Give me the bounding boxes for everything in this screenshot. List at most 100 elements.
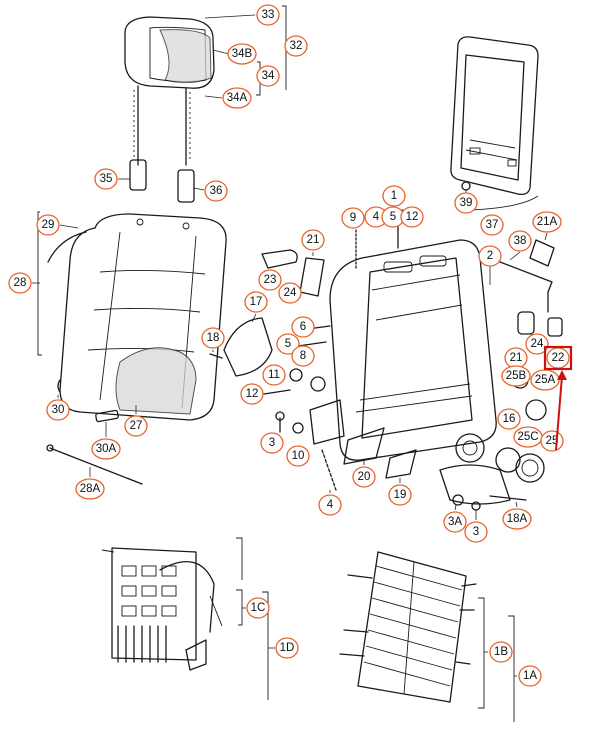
callout-25: 25	[540, 430, 564, 452]
callout-label: 1	[391, 190, 397, 202]
callout-12a: 12	[400, 206, 424, 228]
callout-4a: 4	[364, 206, 388, 228]
highlight-arrow-head	[557, 370, 567, 380]
callout-label: 20	[358, 471, 371, 483]
callout-34: 34	[256, 65, 280, 87]
callout-27: 27	[124, 415, 148, 437]
callout-1A: 1A	[518, 665, 542, 687]
callout-34B: 34B	[227, 43, 257, 65]
callout-label: 5	[390, 211, 396, 223]
callout-bubble	[341, 207, 365, 229]
callout-label: 25C	[517, 431, 538, 443]
callout-label: 17	[250, 296, 263, 308]
callout-label: 35	[100, 173, 113, 185]
callout-label: 16	[503, 413, 516, 425]
callout-bubble	[301, 229, 325, 251]
callout-29: 29	[36, 214, 60, 236]
callout-36: 36	[204, 180, 228, 202]
callout-bubble	[275, 637, 299, 659]
callout-bubble	[382, 185, 406, 207]
callout-bubble	[36, 214, 60, 236]
callout-label: 24	[284, 287, 297, 299]
callout-label: 25B	[506, 370, 527, 382]
callout-bubble	[489, 641, 513, 663]
callout-2: 2	[478, 245, 502, 267]
callout-label: 28	[14, 277, 27, 289]
callout-5b: 5	[276, 333, 300, 355]
callout-label: 6	[300, 321, 306, 333]
callout-label: 2	[487, 250, 493, 262]
callout-label: 30A	[96, 443, 117, 455]
callout-1C: 1C	[246, 597, 270, 619]
callout-label: 1D	[280, 642, 295, 654]
callout-25B: 25B	[501, 365, 531, 387]
callout-label: 33	[262, 9, 275, 21]
callout-label: 39	[460, 197, 473, 209]
callout-23: 23	[258, 269, 282, 291]
callout-37: 37	[480, 214, 504, 236]
callout-label: 34	[262, 70, 275, 82]
callout-bubble	[75, 478, 105, 500]
callout-label: 1B	[494, 646, 508, 658]
callout-label: 30	[52, 404, 65, 416]
callout-bubble	[497, 408, 521, 430]
highlight-box	[543, 345, 573, 371]
callout-bubble	[46, 399, 70, 421]
callout-4b: 4	[318, 494, 342, 516]
callout-12b: 12	[240, 383, 264, 405]
highlight-marker	[543, 345, 573, 451]
callout-label: 23	[264, 274, 277, 286]
callout-28: 28	[8, 272, 32, 294]
callout-label: 25	[546, 435, 559, 447]
callout-bubble	[256, 65, 280, 87]
callout-label: 28A	[80, 483, 101, 495]
callout-bubble	[388, 484, 412, 506]
callout-bubble	[291, 316, 315, 338]
callout-bubble	[260, 432, 284, 454]
callout-bubble	[227, 43, 257, 65]
callout-label: 21	[510, 352, 523, 364]
callout-bubble	[222, 87, 252, 109]
callout-label: 34B	[232, 48, 253, 60]
callout-label: 12	[406, 211, 419, 223]
callout-label: 8	[300, 350, 306, 362]
callout-8: 8	[291, 345, 315, 367]
callout-label: 19	[394, 489, 407, 501]
callout-25C: 25C	[513, 426, 543, 448]
callout-bubble	[284, 35, 308, 57]
callout-3b: 3	[464, 521, 488, 543]
callout-21a: 21	[301, 229, 325, 251]
callout-bubble	[91, 438, 121, 460]
callout-1: 1	[382, 185, 406, 207]
callout-bubble	[291, 345, 315, 367]
callout-label: 21	[307, 234, 320, 246]
callout-label: 36	[210, 185, 223, 197]
callout-label: 27	[130, 420, 143, 432]
headrest	[118, 5, 287, 203]
callout-label: 3A	[448, 516, 462, 528]
callout-bubble	[318, 494, 342, 516]
callout-label: 12	[246, 388, 259, 400]
callout-label: 4	[327, 499, 334, 511]
callout-35: 35	[94, 168, 118, 190]
callout-bubble	[286, 445, 310, 467]
callout-bubble	[525, 333, 549, 355]
callout-bubble	[502, 508, 532, 530]
callout-18A: 18A	[502, 508, 532, 530]
callout-33: 33	[256, 4, 280, 26]
callout-38: 38	[508, 230, 532, 252]
callout-30A: 30A	[91, 438, 121, 460]
callout-bubble	[204, 180, 228, 202]
callout-bubble	[124, 415, 148, 437]
callout-11: 11	[262, 364, 286, 386]
callout-bubble	[443, 511, 467, 533]
callout-bubble	[278, 282, 302, 304]
callout-label: 34A	[227, 92, 248, 104]
seat-back-frame	[209, 207, 563, 520]
callout-20: 20	[352, 466, 376, 488]
callout-17: 17	[244, 291, 268, 313]
callout-label: 1A	[523, 670, 537, 682]
callout-bubble	[501, 365, 531, 387]
